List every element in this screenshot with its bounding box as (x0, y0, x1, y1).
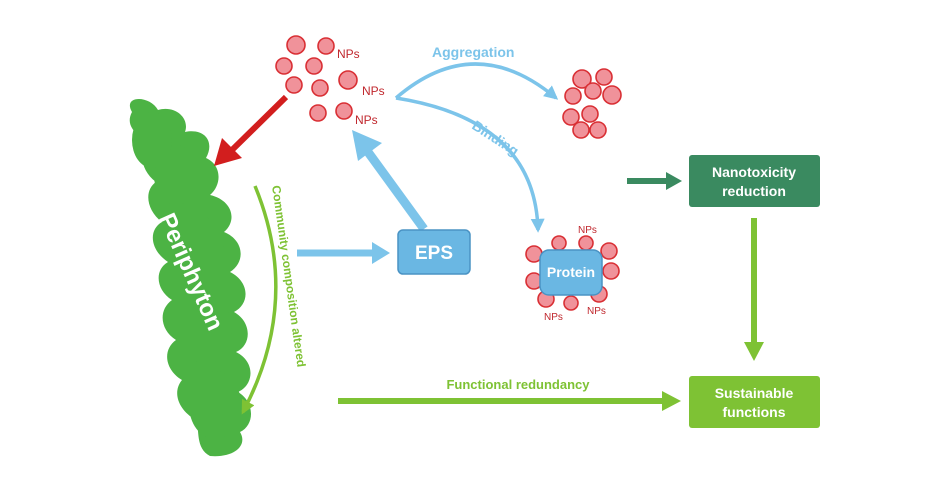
periphyton-blob (129, 98, 252, 457)
nanotoxicity-to-sustainable-arrow (744, 218, 764, 361)
np-aggregate (562, 68, 622, 139)
to-nanotoxicity-arrow (627, 172, 682, 190)
eps-label: EPS (415, 243, 453, 264)
nps-label-protein-top: NPs (578, 225, 597, 236)
nps-label-protein-left: NPs (544, 312, 563, 323)
protein-box (539, 249, 603, 296)
sustainable-line1: Sustainable (715, 385, 794, 401)
nanotoxicity-line2: reduction (722, 183, 786, 199)
periphyton-to-eps-arrow (297, 242, 390, 264)
community-arc (241, 185, 278, 415)
sustainable-box (689, 376, 820, 428)
red-arrow-nps-to-periphyton (214, 94, 289, 166)
aggregation-label: Aggregation (432, 44, 514, 60)
functional-redundancy-arrow (338, 391, 681, 411)
eps-to-nps-arrow (352, 130, 428, 232)
sustainable-line2: functions (723, 404, 786, 420)
binding-label: Binding (469, 117, 521, 159)
binding-arrow (395, 96, 545, 233)
nps-label-2: NPs (362, 84, 385, 98)
protein-label: Protein (547, 264, 595, 280)
nps-label-3: NPs (355, 113, 378, 127)
eps-box (397, 229, 471, 275)
nanotoxicity-line1: Nanotoxicity (712, 164, 796, 180)
nps-label-1: NPs (337, 47, 360, 61)
np-cluster-top (275, 35, 358, 122)
nanotoxicity-box (689, 155, 820, 207)
nps-label-protein-right: NPs (587, 306, 606, 317)
functional-redundancy-label: Functional redundancy (446, 377, 590, 392)
protein-np-complex: Protein (525, 235, 620, 311)
aggregation-arrow (394, 62, 559, 100)
